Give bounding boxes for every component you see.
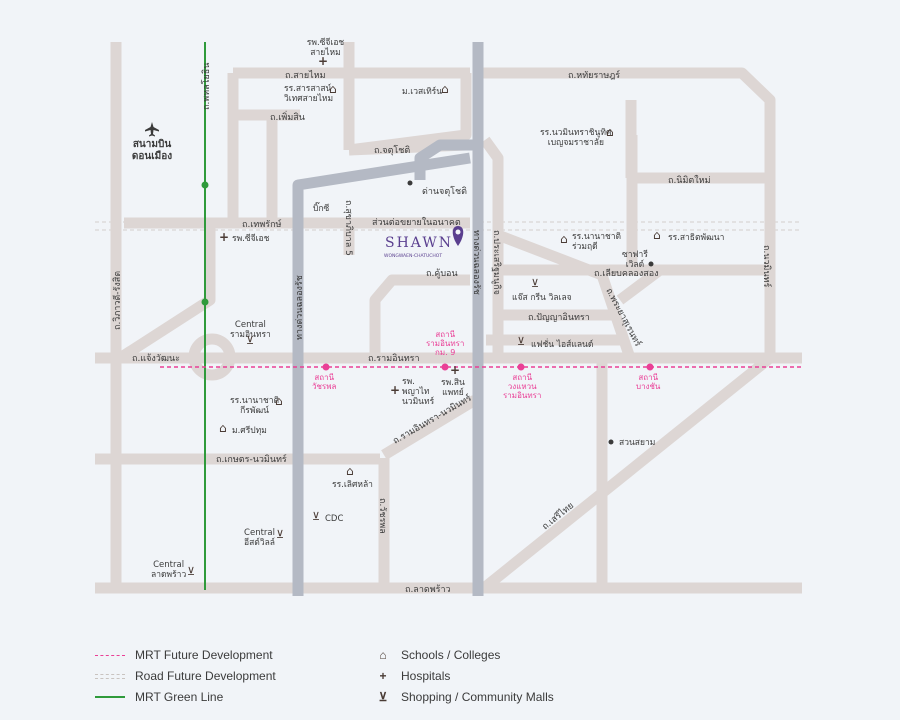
legend-mrt-future-label: MRT Future Development bbox=[135, 648, 273, 662]
legend-road-future-label: Road Future Development bbox=[135, 669, 276, 683]
green-line-station bbox=[201, 181, 209, 189]
road-label-nawamin: ถ.นวมินทร์ bbox=[761, 245, 773, 288]
road-label-kaset-nawamin: ถ.เกษตร-นวมินทร์ bbox=[216, 453, 287, 465]
mrt-future-stations bbox=[322, 363, 654, 371]
legend-schools: ⌂ Schools / Colleges bbox=[375, 648, 500, 662]
road-label-liab-khlong-song: ถ.เลียบคลองสอง bbox=[594, 268, 659, 279]
legend-hospitals: + Hospitals bbox=[375, 669, 450, 683]
green-line-station bbox=[201, 298, 209, 306]
legend-malls: ⊻ Shopping / Community Malls bbox=[375, 690, 554, 704]
legend-malls-label: Shopping / Community Malls bbox=[401, 690, 554, 704]
mrt-future-swatch bbox=[95, 654, 125, 656]
road-label-chatuchot-jct: ด่านจตุโชติ bbox=[422, 186, 467, 197]
road-label-thep-rak: ถ.เทพรักษ์ bbox=[242, 218, 282, 230]
road-label-chatuchot: ถ.จตุโชติ bbox=[374, 145, 410, 156]
road-label-road-extension: ส่วนต่อขยายในอนาคต bbox=[372, 217, 461, 228]
road-label-phahonyothin: ถ.พหลโยธิน bbox=[201, 63, 212, 110]
road-label-lat-phrao: ถ.ลาดพร้าว bbox=[405, 584, 451, 595]
expressways bbox=[292, 42, 484, 596]
station-dot bbox=[646, 363, 654, 371]
station-dot bbox=[441, 363, 449, 371]
road-label-ram-inthra-nawamin: ถ.รามอินทรา-นวมินทร์ bbox=[391, 392, 474, 447]
location-pin-icon bbox=[452, 226, 464, 246]
road-label-watcharaphon: ถ.วัชรพล bbox=[377, 498, 387, 534]
landmark-dot bbox=[407, 180, 413, 186]
station-dot bbox=[517, 363, 525, 371]
project-name: SHAWN bbox=[385, 235, 453, 251]
school-icon: ⌂ bbox=[379, 648, 387, 662]
road-future-swatch bbox=[95, 673, 125, 679]
road-network bbox=[95, 42, 802, 594]
road-label-vibhavadi: ถ.วิภาวดี-รังสิต bbox=[112, 271, 123, 330]
landmark-dot bbox=[608, 439, 614, 445]
road-label-phoem-sin: ถ.เพิ่มสิน bbox=[270, 110, 305, 123]
road-label-expressway-right: ทางด่วนฉลองรัช bbox=[471, 230, 481, 295]
road-label-expressway-left: ทางด่วนฉลองรัช bbox=[295, 275, 305, 340]
road-label-nimitmai: ถ.นิมิตใหม่ bbox=[668, 175, 711, 186]
shopping-cart-icon: ⊻ bbox=[378, 690, 388, 704]
legend-road-future: Road Future Development bbox=[95, 669, 276, 683]
road-label-sai-mai: ถ.สายไหม bbox=[285, 70, 326, 81]
landmark-dot bbox=[648, 261, 654, 267]
road-label-hathairat: ถ.หทัยราษฎร์ bbox=[568, 69, 620, 81]
road-label-chaeng-watthana: ถ.แจ้งวัฒนะ bbox=[132, 353, 180, 364]
road-label-ram-inthra: ถ.รามอินทรา bbox=[368, 353, 420, 364]
road-label-panya-inthra: ถ.ปัญญาอินทรา bbox=[528, 312, 590, 323]
road-label-sukhapiban5: ถ.สุขาภิบาล 5 bbox=[343, 200, 354, 256]
legend-mrt-green: MRT Green Line bbox=[95, 690, 223, 704]
road-label-prasert-manukit: ถ.ประเสริฐมนูกิจ bbox=[491, 230, 502, 295]
station-dot bbox=[322, 363, 330, 371]
legend-mrt-green-label: MRT Green Line bbox=[135, 690, 224, 704]
roundabout bbox=[188, 333, 236, 381]
road-label-khubon: ถ.คู้บอน bbox=[426, 268, 458, 279]
legend-schools-label: Schools / Colleges bbox=[401, 648, 501, 662]
legend-mrt-future: MRT Future Development bbox=[95, 648, 273, 662]
legend-hospitals-label: Hospitals bbox=[401, 669, 451, 683]
project-tagline: WONGWAEN-CHATUCHOT bbox=[384, 253, 442, 259]
hospital-cross-icon: + bbox=[379, 669, 387, 683]
mrt-green-swatch bbox=[95, 696, 125, 698]
airplane-icon bbox=[145, 122, 159, 137]
